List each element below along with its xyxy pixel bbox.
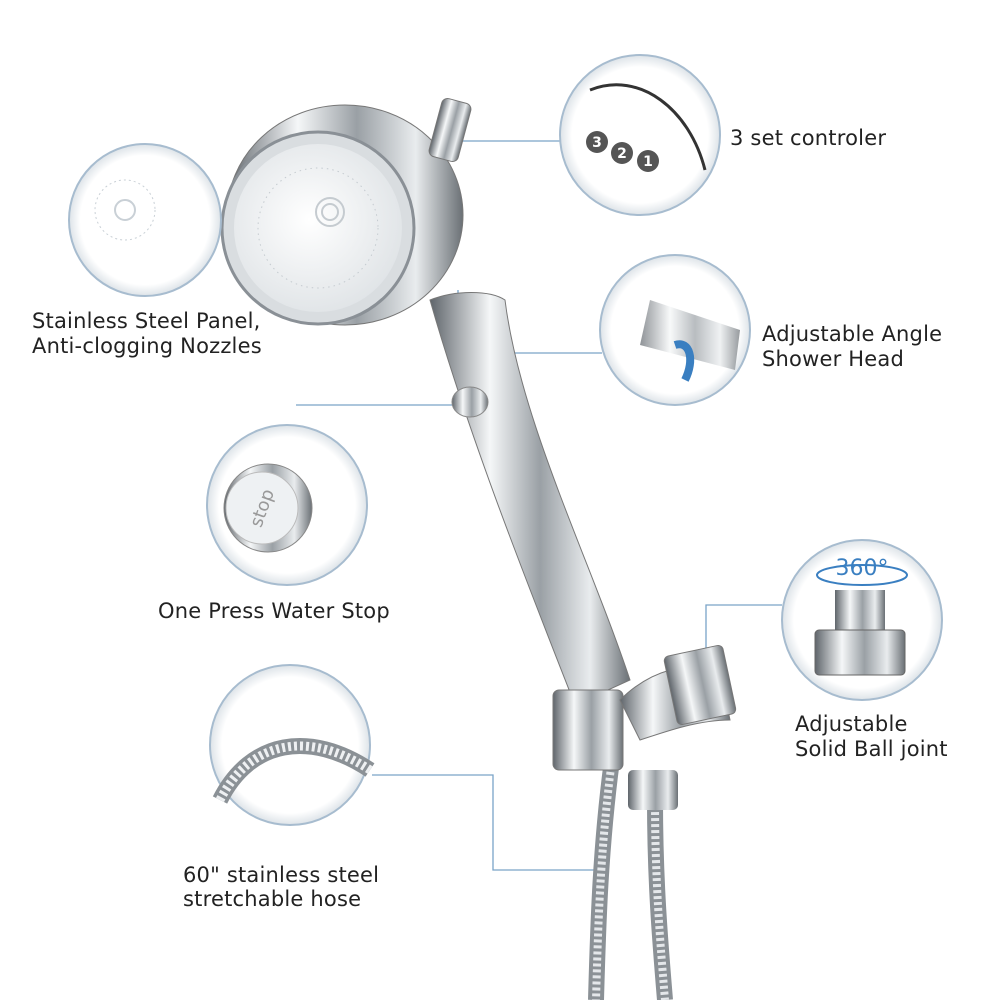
wall-bracket	[552, 644, 737, 771]
hose-line	[372, 774, 602, 871]
hose-label-line2: stretchable hose	[183, 887, 362, 911]
stop-label: One Press Water Stop	[158, 599, 390, 623]
angle-label-line1: Adjustable Angle	[762, 322, 943, 346]
controller-number-3: 3	[592, 135, 602, 151]
ball-joint-label-line2: Solid Ball joint	[795, 737, 948, 761]
hose-callout	[209, 664, 375, 826]
handle	[429, 292, 631, 706]
stop-button	[451, 386, 489, 418]
angle-callout	[599, 254, 751, 406]
panel-label-line1: Stainless Steel Panel,	[32, 309, 261, 333]
controller-callout	[559, 54, 721, 216]
rotation-360-text: 360°	[836, 556, 889, 581]
angle-label-line2: Shower Head	[762, 347, 905, 371]
panel-callout	[68, 143, 222, 297]
shower-head	[220, 97, 472, 326]
stop-callout	[206, 424, 368, 586]
controller-number-1: 1	[643, 154, 653, 170]
ball-joint-callout	[781, 539, 943, 701]
ball-joint-label-line1: Adjustable	[795, 712, 908, 736]
number-2	[611, 142, 633, 164]
number-1	[637, 150, 659, 172]
hose-label-line1: 60" stainless steel	[183, 863, 380, 887]
controller-number-2: 2	[617, 146, 627, 162]
number-3	[586, 131, 608, 153]
hose	[588, 758, 678, 1000]
controller-label: 3 set controler	[730, 126, 887, 150]
rotate-arrow-icon	[673, 340, 695, 382]
panel-label-line2: Anti-clogging Nozzles	[32, 334, 262, 358]
